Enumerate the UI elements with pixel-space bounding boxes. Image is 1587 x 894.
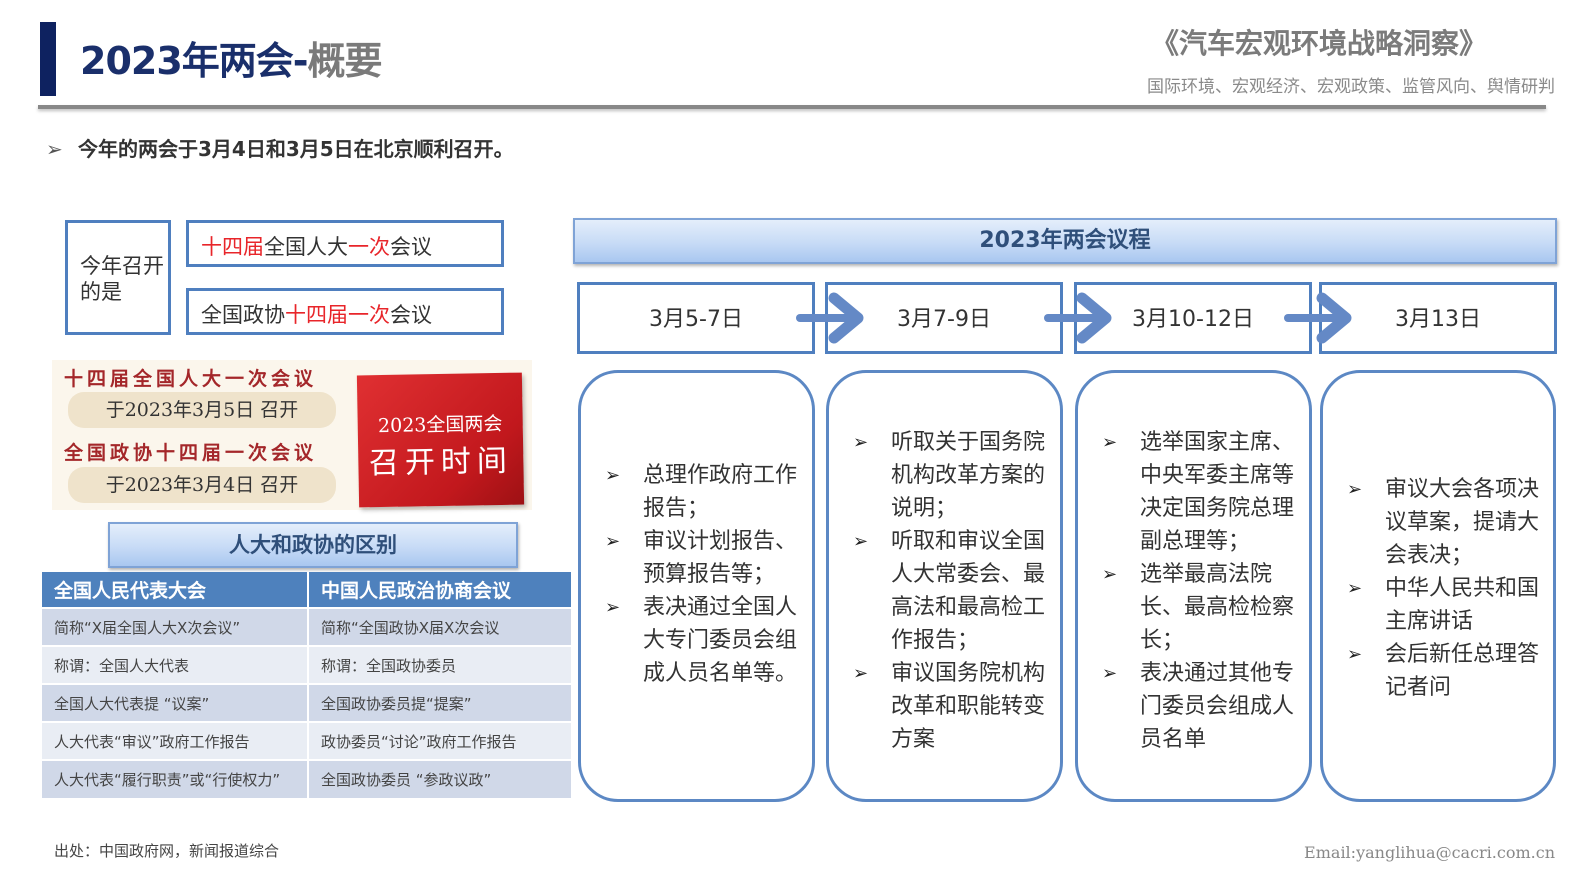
table-cell: 简称“X届全国人大X次会议”	[42, 607, 309, 646]
page-title: 2023年两会-概要	[80, 30, 383, 85]
poster-tag-line2: 召开时间	[368, 443, 514, 482]
table-row: 人大代表“审议”政府工作报告政协委员“讨论”政府工作报告	[42, 721, 573, 760]
table-cell: 称谓：全国人大代表	[42, 645, 309, 684]
arrow-bullet-icon: ➢	[605, 531, 621, 552]
arrow-bullet-icon: ➢	[1102, 432, 1118, 453]
differences-header: 人大和政协的区别	[108, 522, 518, 568]
list-item: ➢ 总理作政府工作报告；	[605, 459, 802, 525]
table-cell: 称谓：全国政协委员	[308, 645, 573, 684]
arrow-bullet-icon: ➢	[1347, 644, 1363, 665]
column-header-npc: 全国人民代表大会	[42, 572, 309, 608]
intro-text: 今年的两会于3月4日和3月5日在北京顺利召开。	[78, 137, 514, 161]
agenda-item-text: 表决通过其他专门委员会组成人员名单	[1140, 661, 1295, 752]
arrow-bullet-icon: ➢	[1347, 578, 1363, 599]
npc-meeting-box: 十四届全国人大一次会议	[186, 220, 504, 267]
table-cell: 简称“全国政协X届X次会议	[308, 607, 573, 646]
npc-meeting-number: 一次	[348, 235, 390, 259]
table-row: 简称“X届全国人大X次会议”简称“全国政协X届X次会议	[42, 607, 573, 646]
agenda-card-4: ➢ 审议大会各项决议草案，提请大会表决； ➢ 中华人民共和国主席讲话 ➢ 会后新任总理…	[1320, 370, 1556, 802]
poster-tag-line1: 2023全国两会	[377, 412, 503, 438]
agenda-item-text: 审议国务院机构改革和职能转变方案	[891, 661, 1046, 752]
list-item: ➢ 表决通过全国人大专门委员会组成人员名单等。	[605, 591, 802, 690]
list-item: ➢ 听取关于国务院机构改革方案的说明；	[853, 426, 1050, 525]
agenda-header: 2023年两会议程	[573, 218, 1557, 264]
header-divider	[38, 105, 1546, 109]
cppcc-meeting-box: 全国政协十四届一次会议	[186, 288, 504, 335]
column-header-cppcc: 中国人民政治协商会议	[308, 572, 573, 608]
arrow-bullet-icon: ➢	[1347, 479, 1363, 500]
poster-cppcc-date: 于2023年3月4日 召开	[68, 467, 336, 503]
arrow-bullet-icon: ➢	[605, 597, 621, 618]
list-item: ➢ 选举国家主席、中央军委主席等决定国务院总理副总理等；	[1102, 426, 1299, 558]
arrow-bullet-icon: ➢	[1102, 564, 1118, 585]
agenda-item-text: 总理作政府工作报告；	[643, 463, 798, 521]
poster-npc-date: 于2023年3月5日 召开	[68, 392, 336, 428]
agenda-item-text: 选举最高法院长、最高检检察长；	[1140, 562, 1295, 653]
table-row: 人大代表“履行职责”或“行使权力”全国政协委员 “参政议政”	[42, 759, 573, 798]
meetings-label: 今年召开的是	[80, 254, 164, 304]
agenda-card-2: ➢ 听取关于国务院机构改革方案的说明； ➢ 听取和审议全国人大常委会、最高法和最高检…	[826, 370, 1063, 802]
npc-name: 全国人大	[264, 235, 348, 259]
source-note: 出处：中国政府网，新闻报道综合	[54, 842, 280, 860]
agenda-item-text: 会后新任总理答记者问	[1385, 642, 1540, 700]
list-item: ➢ 审议大会各项决议草案，提请大会表决；	[1347, 473, 1543, 572]
page-title-sub: 概要	[307, 39, 383, 83]
cppcc-suffix: 会议	[390, 303, 432, 327]
agenda-date-2: 3月7-9日	[825, 282, 1063, 354]
agenda-date-4: 3月13日	[1319, 282, 1557, 354]
arrow-right-icon	[1044, 292, 1112, 344]
agenda-date-1: 3月5-7日	[577, 282, 815, 354]
list-item: ➢ 会后新任总理答记者问	[1347, 638, 1543, 704]
list-item: ➢ 选举最高法院长、最高检检察长；	[1102, 558, 1299, 657]
table-row: 全国人大代表提 “议案”全国政协委员提“提案”	[42, 683, 573, 722]
list-item: ➢ 审议国务院机构改革和职能转变方案	[853, 657, 1050, 756]
arrow-bullet-icon: ➢	[1102, 663, 1118, 684]
table-cell: 全国政协委员 “参政议政”	[308, 759, 573, 798]
brand-subtitle: 国际环境、宏观经济、宏观政策、监管风向、舆情研判	[1147, 77, 1555, 97]
agenda-item-text: 听取和审议全国人大常委会、最高法和最高检工作报告；	[891, 529, 1046, 653]
contact-email: Email:yanglihua@cacri.com.cn	[1304, 843, 1555, 862]
arrow-bullet-icon: ➢	[605, 465, 621, 486]
agenda-item-text: 审议计划报告、预算报告等；	[643, 529, 798, 587]
schedule-poster-image: 十四届全国人大一次会议 于2023年3月5日 召开 全国政协十四届一次会议 于2…	[52, 360, 532, 510]
page-title-main: 2023年两会-	[80, 39, 309, 83]
agenda-item-text: 选举国家主席、中央军委主席等决定国务院总理副总理等；	[1140, 430, 1295, 554]
arrow-right-icon	[1284, 292, 1352, 344]
agenda-date-3: 3月10-12日	[1074, 282, 1312, 354]
agenda-item-text: 审议大会各项决议草案，提请大会表决；	[1385, 477, 1540, 568]
arrow-right-icon	[796, 292, 864, 344]
agenda-item-text: 表决通过全国人大专门委员会组成人员名单等。	[643, 595, 798, 686]
agenda-card-3: ➢ 选举国家主席、中央军委主席等决定国务院总理副总理等； ➢ 选举最高法院长、最高检…	[1075, 370, 1312, 802]
table-cell: 全国人大代表提 “议案”	[42, 683, 309, 722]
list-item: ➢ 中华人民共和国主席讲话	[1347, 572, 1543, 638]
arrow-bullet-icon: ➢	[853, 663, 869, 684]
agenda-card-1: ➢ 总理作政府工作报告； ➢ 审议计划报告、预算报告等； ➢ 表决通过全国人大专门委员…	[578, 370, 815, 802]
agenda-item-text: 听取关于国务院机构改革方案的说明；	[891, 430, 1046, 521]
intro-line: ➢ 今年的两会于3月4日和3月5日在北京顺利召开。	[46, 133, 514, 162]
npc-suffix: 会议	[390, 235, 432, 259]
poster-red-tag: 2023全国两会 召开时间	[356, 372, 525, 508]
meetings-label-box: 今年召开的是	[65, 220, 171, 335]
cppcc-name: 全国政协	[201, 303, 285, 327]
poster-npc-title: 十四届全国人大一次会议	[64, 368, 318, 390]
npc-session-number: 十四届	[201, 235, 264, 259]
table-cell: 全国政协委员提“提案”	[308, 683, 573, 722]
poster-cppcc-title: 全国政协十四届一次会议	[64, 442, 318, 464]
table-row: 称谓：全国人大代表称谓：全国政协委员	[42, 645, 573, 684]
list-item: ➢ 表决通过其他专门委员会组成人员名单	[1102, 657, 1299, 756]
brand-title: 《汽车宏观环境战略洞察》	[1150, 27, 1487, 60]
arrow-bullet-icon: ➢	[853, 531, 869, 552]
table-cell: 政协委员“讨论”政府工作报告	[308, 721, 573, 760]
differences-table: 全国人民代表大会 中国人民政治协商会议 简称“X届全国人大X次会议”简称“全国政…	[42, 572, 573, 798]
agenda-item-text: 中华人民共和国主席讲话	[1385, 576, 1540, 634]
list-item: ➢ 审议计划报告、预算报告等；	[605, 525, 802, 591]
list-item: ➢ 听取和审议全国人大常委会、最高法和最高检工作报告；	[853, 525, 1050, 657]
table-cell: 人大代表“履行职责”或“行使权力”	[42, 759, 309, 798]
cppcc-session-number: 十四届一次	[285, 303, 390, 327]
arrow-bullet-icon: ➢	[46, 137, 63, 161]
arrow-bullet-icon: ➢	[853, 432, 869, 453]
title-accent-bar	[40, 22, 56, 96]
table-cell: 人大代表“审议”政府工作报告	[42, 721, 309, 760]
